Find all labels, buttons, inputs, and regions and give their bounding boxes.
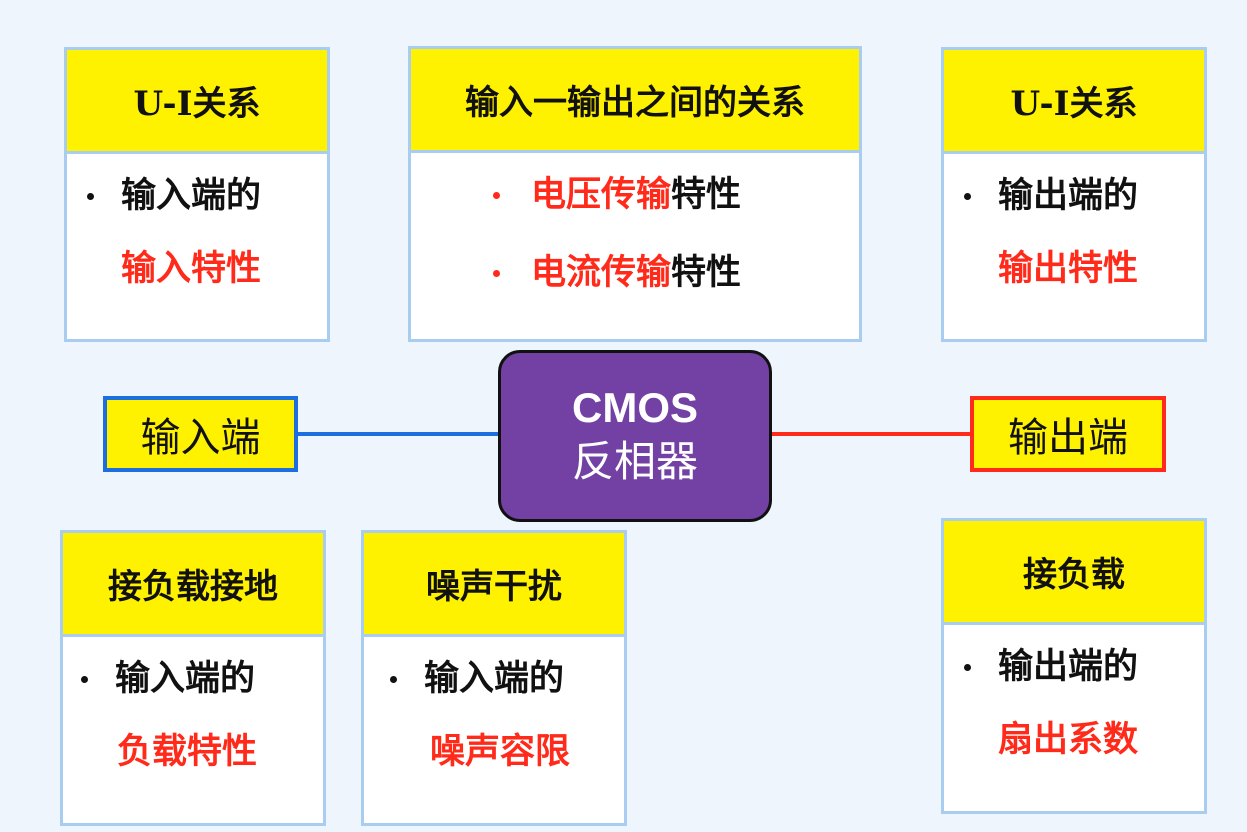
card-line: 电流传输特性 <box>491 253 859 293</box>
card-io-relation: 输入一输出之间的关系 电压传输特性 电流传输特性 <box>408 46 862 342</box>
line-text: 输出端的 <box>998 646 1139 687</box>
card-title: U-I关系 <box>67 50 327 154</box>
bullet <box>962 176 976 216</box>
card-line: 输入端的 <box>388 659 624 699</box>
card-line: 输出特性 <box>962 249 1204 289</box>
cmos-inverter-node: CMOS 反相器 <box>498 350 772 522</box>
highlight-text: 负载特性 <box>117 731 258 772</box>
center-title: CMOS <box>572 384 698 431</box>
bullet <box>491 175 505 215</box>
bullet <box>85 176 99 216</box>
card-line: 电压传输特性 <box>491 175 859 215</box>
card-title: 输入一输出之间的关系 <box>411 49 859 153</box>
card-line: 输入端的 <box>85 176 327 216</box>
bullet <box>79 659 93 699</box>
output-wire <box>772 432 970 436</box>
card-line: 输入端的 <box>79 659 323 699</box>
bullet <box>491 253 505 293</box>
card-load: 接负载 输出端的 扇出系数 <box>941 518 1207 814</box>
line-text: 输出端的 <box>998 175 1139 216</box>
highlight-text: 扇出系数 <box>998 719 1139 760</box>
line-text: 特性 <box>671 252 742 293</box>
card-title: 接负载 <box>944 521 1204 625</box>
card-load-ground: 接负载接地 输入端的 负载特性 <box>60 530 326 826</box>
card-title: U-I关系 <box>944 50 1204 154</box>
bullet <box>388 659 402 699</box>
input-port: 输入端 <box>103 396 298 472</box>
card-ui-output: U-I关系 输出端的 输出特性 <box>941 47 1207 342</box>
card-line: 输入特性 <box>85 249 327 289</box>
highlight-text: 电压传输 <box>531 174 672 215</box>
highlight-text: 输入特性 <box>121 248 262 289</box>
port-label: 输出端 <box>1008 415 1128 461</box>
card-line: 输出端的 <box>962 176 1204 216</box>
line-text: 输入端的 <box>424 658 565 699</box>
highlight-text: 噪声容限 <box>430 731 571 772</box>
bullet <box>962 647 976 687</box>
port-label: 输入端 <box>140 415 261 461</box>
card-line: 噪声容限 <box>388 732 624 772</box>
input-wire <box>298 432 498 436</box>
card-ui-input: U-I关系 输入端的 输入特性 <box>64 47 330 342</box>
card-title: 噪声干扰 <box>364 533 624 637</box>
card-title: 接负载接地 <box>63 533 323 637</box>
center-subtitle: 反相器 <box>571 437 698 486</box>
line-text: 特性 <box>671 174 742 215</box>
highlight-text: 输出特性 <box>998 248 1139 289</box>
highlight-text: 电流传输 <box>531 252 672 293</box>
card-line: 输出端的 <box>962 647 1204 687</box>
card-line: 扇出系数 <box>962 720 1204 760</box>
line-text: 输入端的 <box>115 658 256 699</box>
line-text: 输入端的 <box>121 175 262 216</box>
card-line: 负载特性 <box>79 732 323 772</box>
output-port: 输出端 <box>970 396 1166 472</box>
card-noise: 噪声干扰 输入端的 噪声容限 <box>361 530 627 826</box>
